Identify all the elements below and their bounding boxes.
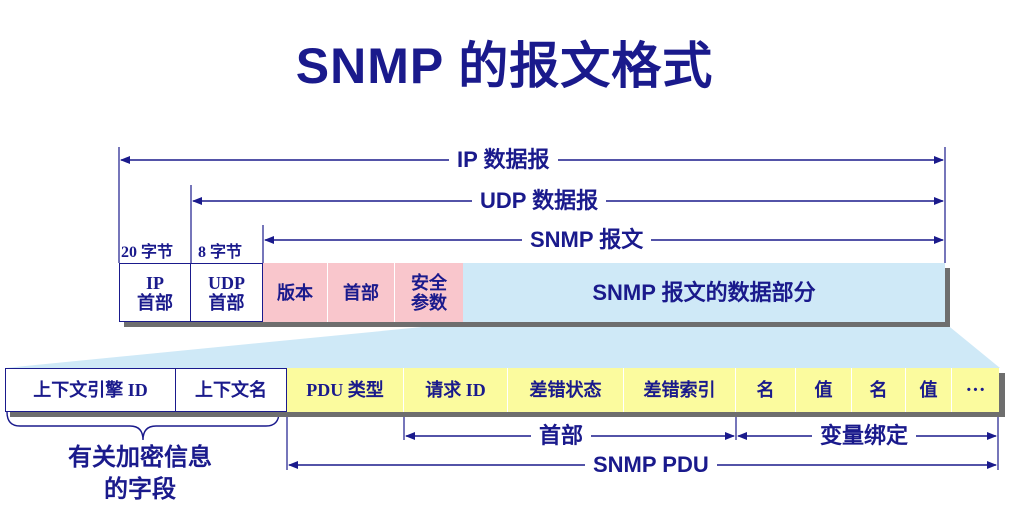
ellipsis-cell: ··· (952, 368, 999, 412)
varbind-value-cell: 值 (906, 368, 952, 412)
udp-datagram-label: UDP 数据报 (472, 188, 607, 214)
snmp-pdu-label: SNMP PDU (585, 452, 717, 478)
bytes-20-label: 20 字节 (121, 244, 174, 261)
page-title: SNMP 的报文格式 (295, 38, 714, 94)
security-params-cell: 安全 参数 (395, 263, 463, 322)
cell-divider (327, 263, 328, 322)
encryption-fields-label: 有关加密信息 的字段 (68, 444, 212, 503)
header-cell: 首部 (328, 263, 394, 322)
varbind-name-cell: 名 (852, 368, 906, 412)
error-status-cell: 差错状态 (508, 368, 624, 412)
request-id-cell: 请求 ID (404, 368, 508, 412)
variable-binding-label: 变量绑定 (812, 423, 917, 449)
ip-header-cell: IP 首部 (119, 263, 191, 322)
varbind-value-cell: 值 (796, 368, 852, 412)
ip-datagram-label: IP 数据报 (449, 147, 558, 173)
data-part-cell: SNMP 报文的数据部分 (463, 263, 945, 322)
expansion-wedge (5, 323, 1000, 368)
pdu-type-cell: PDU 类型 (287, 368, 404, 412)
version-cell: 版本 (263, 263, 327, 322)
encryption-brace (6, 411, 280, 441)
context-name-cell: 上下文名 (175, 368, 287, 412)
error-index-cell: 差错索引 (624, 368, 736, 412)
context-engine-id-cell: 上下文引擎 ID (5, 368, 176, 412)
bytes-8-label: 8 字节 (198, 244, 243, 261)
guide-lines (118, 147, 999, 470)
cell-divider (394, 263, 395, 322)
snmp-message-label: SNMP 报文 (522, 227, 652, 253)
header-label: 首部 (531, 423, 592, 449)
udp-header-cell: UDP 首部 (190, 263, 263, 322)
varbind-name-cell: 名 (736, 368, 796, 412)
